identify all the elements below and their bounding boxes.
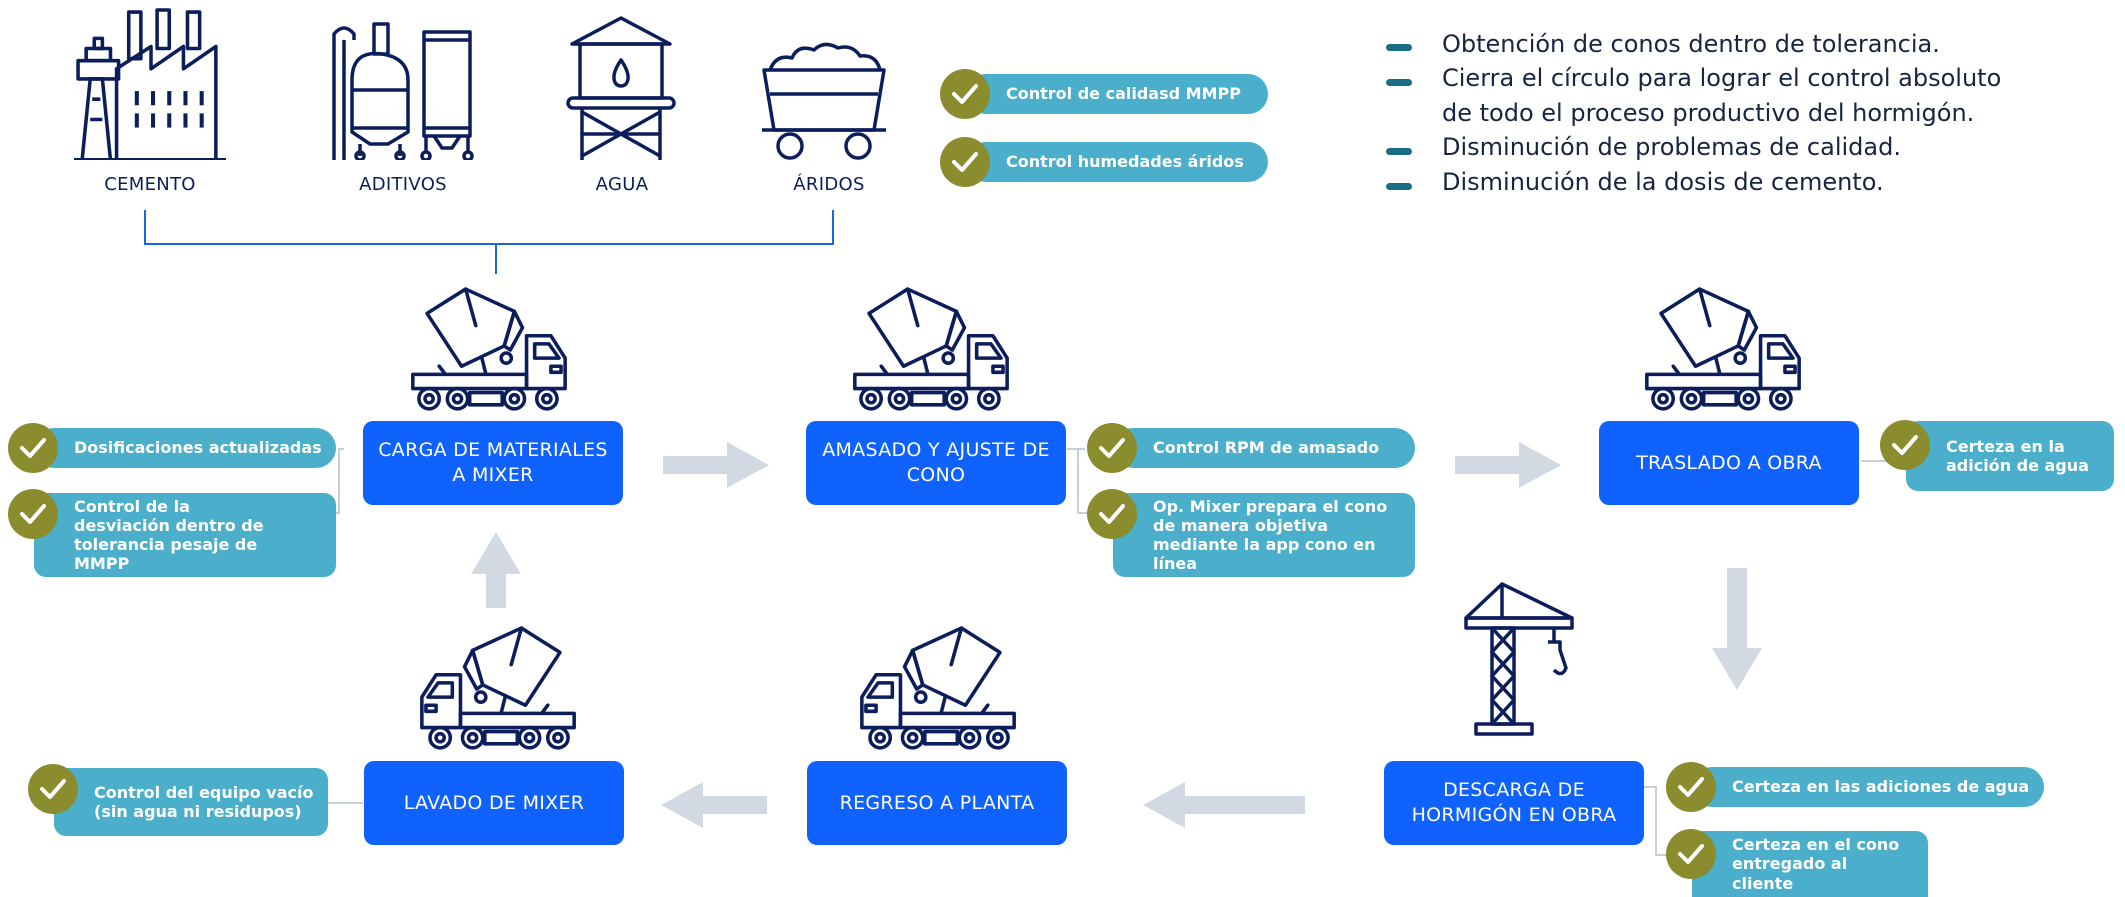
benefit-item: Obtención de conos dentro de tolerancia. (1442, 30, 1940, 58)
benefit-item: Disminución de la dosis de cemento. (1442, 168, 1884, 196)
check-pill: Certeza en las adiciones de agua (1692, 767, 2044, 807)
connector-line (1655, 786, 1657, 856)
check-label: Dosificaciones actualizadas (74, 438, 322, 458)
arrow-left (661, 782, 767, 828)
mixer-truck-icon (850, 285, 1014, 417)
connector-line (1067, 448, 1085, 450)
checkmark-icon (8, 423, 58, 473)
checkmark-icon (940, 69, 990, 119)
check-pill: Control humedades áridos (966, 142, 1268, 182)
check-pill: Op. Mixer prepara el cono de manera obje… (1113, 493, 1415, 577)
connector-line (325, 802, 363, 804)
check-pill: Control RPM de amasado (1113, 428, 1415, 468)
material-label: CEMENTO (104, 174, 196, 195)
water-tower-icon (566, 16, 676, 160)
check-pill: Dosificaciones actualizadas (34, 428, 336, 468)
mixer-truck-icon (1642, 285, 1806, 417)
factory-icon (74, 8, 226, 160)
arrow-up (471, 532, 521, 608)
check-label: Certeza en las adiciones de agua (1732, 777, 2030, 797)
bullet-dash (1386, 183, 1412, 190)
crane-icon (1464, 582, 1574, 736)
check-pill: Control del equipo vacío (sin agua ni re… (54, 768, 328, 836)
connector-line (338, 448, 344, 450)
checkmark-icon (940, 137, 990, 187)
check-label: Certeza en la adición de agua (1946, 436, 2089, 475)
checkmark-icon (1880, 420, 1930, 470)
mixer-truck-icon (855, 624, 1019, 756)
bullet-dash (1386, 148, 1412, 155)
checkmark-icon (1087, 489, 1137, 539)
step-descarga: DESCARGA DE HORMIGÓN EN OBRA (1384, 761, 1644, 845)
mixer-truck-icon (415, 624, 579, 756)
step-lavado: LAVADO DE MIXER (364, 761, 624, 845)
connector-line (1861, 460, 1905, 462)
arrow-right (663, 442, 769, 488)
step-carga: CARGA DE MATERIALES A MIXER (363, 421, 623, 505)
bullet-dash (1386, 79, 1412, 86)
check-label: Control de calidasd MMPP (1006, 84, 1241, 104)
connector-line (338, 448, 340, 514)
material-label: AGUA (595, 174, 649, 195)
checkmark-icon (1666, 762, 1716, 812)
arrow-left (1143, 782, 1305, 828)
step-amasado: AMASADO Y AJUSTE DE CONO (806, 421, 1066, 505)
arrow-down (1712, 568, 1762, 690)
benefit-item: Cierra el círculo para lograr el control… (1442, 64, 2002, 92)
mixer-truck-icon (408, 285, 572, 417)
benefit-item: de todo el proceso productivo del hormig… (1442, 99, 1975, 127)
step-regreso: REGRESO A PLANTA (807, 761, 1067, 845)
checkmark-icon (1087, 423, 1137, 473)
material-label: ÁRIDOS (793, 174, 865, 195)
connector-line (1077, 448, 1079, 514)
arrow-right (1455, 442, 1561, 488)
check-pill: Certeza en el cono entregado al cliente (1692, 831, 1928, 897)
check-label: Control humedades áridos (1006, 152, 1244, 172)
check-label: Control del equipo vacío (sin agua ni re… (94, 782, 314, 821)
check-pill: Certeza en la adición de agua (1906, 421, 2114, 491)
check-label: Certeza en el cono entregado al cliente (1732, 835, 1900, 893)
materials-bracket (144, 210, 834, 274)
mine-cart-icon (762, 42, 886, 160)
connector-line (1643, 786, 1655, 788)
check-label: Control RPM de amasado (1153, 438, 1380, 458)
silo-icon (332, 22, 474, 160)
checkmark-icon (8, 489, 58, 539)
step-traslado: TRASLADO A OBRA (1599, 421, 1859, 505)
check-pill: Control de calidasd MMPP (966, 74, 1268, 114)
checkmark-icon (28, 764, 78, 814)
benefit-item: Disminución de problemas de calidad. (1442, 133, 1901, 161)
bullet-dash (1386, 44, 1412, 51)
check-pill: Control de la desviación dentro de toler… (34, 493, 336, 577)
check-label: Op. Mixer prepara el cono de manera obje… (1153, 496, 1388, 574)
checkmark-icon (1666, 829, 1716, 879)
check-label: Control de la desviación dentro de toler… (74, 496, 264, 574)
material-label: ADITIVOS (359, 174, 447, 195)
